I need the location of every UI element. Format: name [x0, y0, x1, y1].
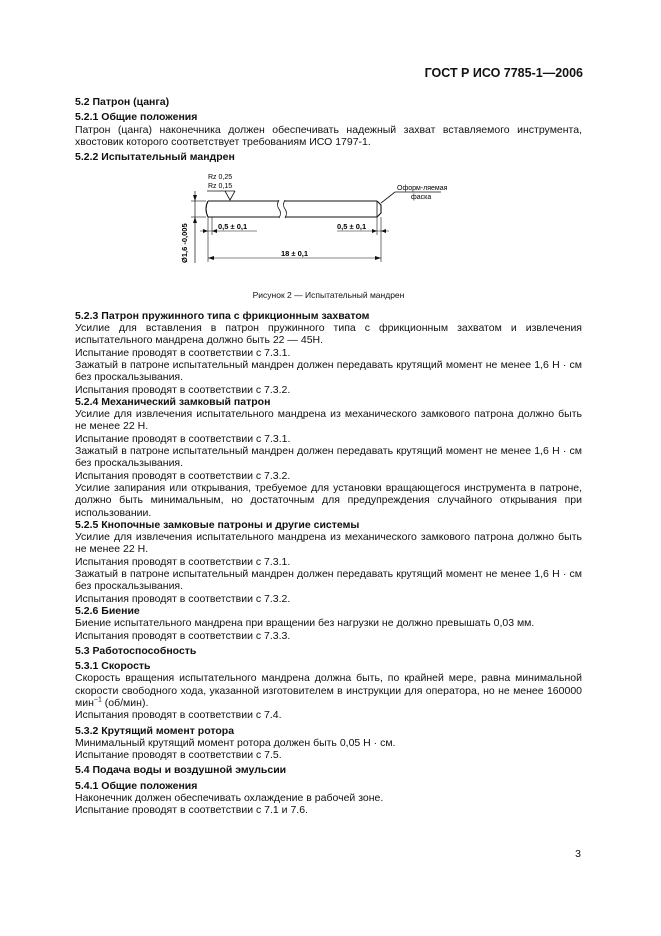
- section-5-2-1-title: 5.2.1 Общие положения: [75, 111, 198, 124]
- right-chamfer-dimension: 0,5 ± 0,1: [337, 222, 366, 231]
- overall-length-dimension: 18 ± 0,1: [281, 249, 308, 258]
- section-5-2-3-p3: Зажатый в патроне испытательный мандрен …: [75, 358, 582, 384]
- document-body: 5.2 Патрон (цанга) 5.2.1 Общие положения…: [75, 96, 582, 817]
- section-5-3-1-title: 5.3.1 Скорость: [75, 660, 151, 673]
- speed-text: Скорость вращения испытательного мандрен…: [75, 672, 582, 709]
- section-5-2-4-title: 5.2.4 Механический замковый патрон: [75, 395, 271, 408]
- section-5-2-3-title: 5.2.3 Патрон пружинного типа с фрикционн…: [75, 309, 370, 322]
- section-5-2-6-title: 5.2.6 Биение: [75, 604, 140, 617]
- section-5-2-5-p3: Зажатый в патроне испытательный мандрен …: [75, 568, 582, 593]
- roughness-label-1: Rz 0,25: [208, 174, 232, 181]
- section-5-2-4-p2: Испытание проводят в соответствии с 7.3.…: [75, 432, 291, 445]
- section-5-2-1-text: Патрон (цанга) наконечника должен обеспе…: [75, 123, 582, 148]
- mandrel-body: [208, 200, 377, 219]
- break-line-right: [283, 200, 287, 219]
- section-5-2-5-p4: Испытания проводят в соответствии с 7.3.…: [75, 592, 291, 605]
- chamfer-label-2: фаска: [411, 194, 431, 201]
- section-5-4-1-title: 5.4.1 Общие положения: [75, 779, 198, 792]
- section-5-2-5-p1: Усилие для извлечения испытательного ман…: [75, 531, 582, 556]
- speed-unit-exponent: −1: [93, 696, 102, 704]
- left-chamfer-dimension: 0,5 ± 0,1: [218, 222, 247, 231]
- section-5-2-title: 5.2 Патрон (цанга): [75, 96, 170, 108]
- chamfer-leader: [380, 192, 396, 204]
- speed-unit-suffix: (об/мин).: [101, 696, 149, 709]
- section-5-2-5-title: 5.2.5 Кнопочные замковые патроны и други…: [75, 518, 360, 531]
- section-5-4-title: 5.4 Подача воды и воздушной эмульсии: [75, 764, 287, 777]
- section-5-2-4-p4: Испытания проводят в соответствии с 7.3.…: [75, 469, 291, 482]
- section-5-2-3-p1: Усилие для вставления в патрон пружинног…: [75, 322, 582, 347]
- section-5-3-2-p1: Минимальный крутящий момент ротора долже…: [75, 736, 396, 749]
- section-5-3-2-title: 5.3.2 Крутящий момент ротора: [75, 724, 235, 737]
- section-5-2-3-p2: Испытание проводят в соответствии с 7.3.…: [75, 346, 291, 359]
- section-5-4-1-p2: Испытание проводят в соответствии с 7.1 …: [75, 804, 308, 817]
- section-5-2-3-p4: Испытания проводят в соответствии с 7.3.…: [75, 383, 291, 396]
- mandrel-diagram: Rz 0,25 Rz 0,15 Оформ-ляемая фаска Ø1,6 …: [180, 174, 448, 264]
- section-5-4-1-p1: Наконечник должен обеспечивать охлаждени…: [75, 792, 384, 805]
- roughness-symbol: [224, 191, 236, 202]
- figure-caption: Рисунок 2 — Испытательный мандрен: [252, 290, 405, 301]
- section-5-2-6-p2: Испытания проводят в соответствии с 7.3.…: [75, 629, 291, 642]
- section-5-2-4-p3: Зажатый в патроне испытательный мандрен …: [75, 445, 582, 470]
- section-5-2-6-p1: Биение испытательного мандрена при враще…: [75, 617, 535, 630]
- section-5-3-1-p2: Испытания проводят в соответствии с 7.4.: [75, 709, 282, 722]
- section-5-2-4-p5: Усилие запирания или открывания, требуем…: [75, 481, 582, 519]
- chamfer-label-1: Оформ-ляемая: [397, 185, 448, 192]
- figure-2-mandrel-drawing: Rz 0,25 Rz 0,15 Оформ-ляемая фаска Ø1,6 …: [75, 167, 582, 287]
- section-5-2-5-p2: Испытания проводят в соответствии с 7.3.…: [75, 555, 291, 568]
- document-header: ГОСТ Р ИСО 7785-1—2006: [424, 66, 583, 80]
- section-5-2-2-title: 5.2.2 Испытательный мандрен: [75, 151, 235, 164]
- section-5-3-title: 5.3 Работоспособность: [75, 644, 197, 657]
- section-5-3-1-p1: Скорость вращения испытательного мандрен…: [75, 672, 582, 709]
- section-5-2-4-p1: Усилие для извлечения испытательного ман…: [75, 408, 582, 433]
- break-line-left: [277, 200, 281, 219]
- roughness-label-2: Rz 0,15: [208, 183, 232, 190]
- page-number: 3: [575, 848, 581, 860]
- section-5-3-2-p2: Испытание проводят в соответствии с 7.5.: [75, 749, 282, 762]
- diameter-label: Ø1,6 -0,005: [180, 224, 189, 264]
